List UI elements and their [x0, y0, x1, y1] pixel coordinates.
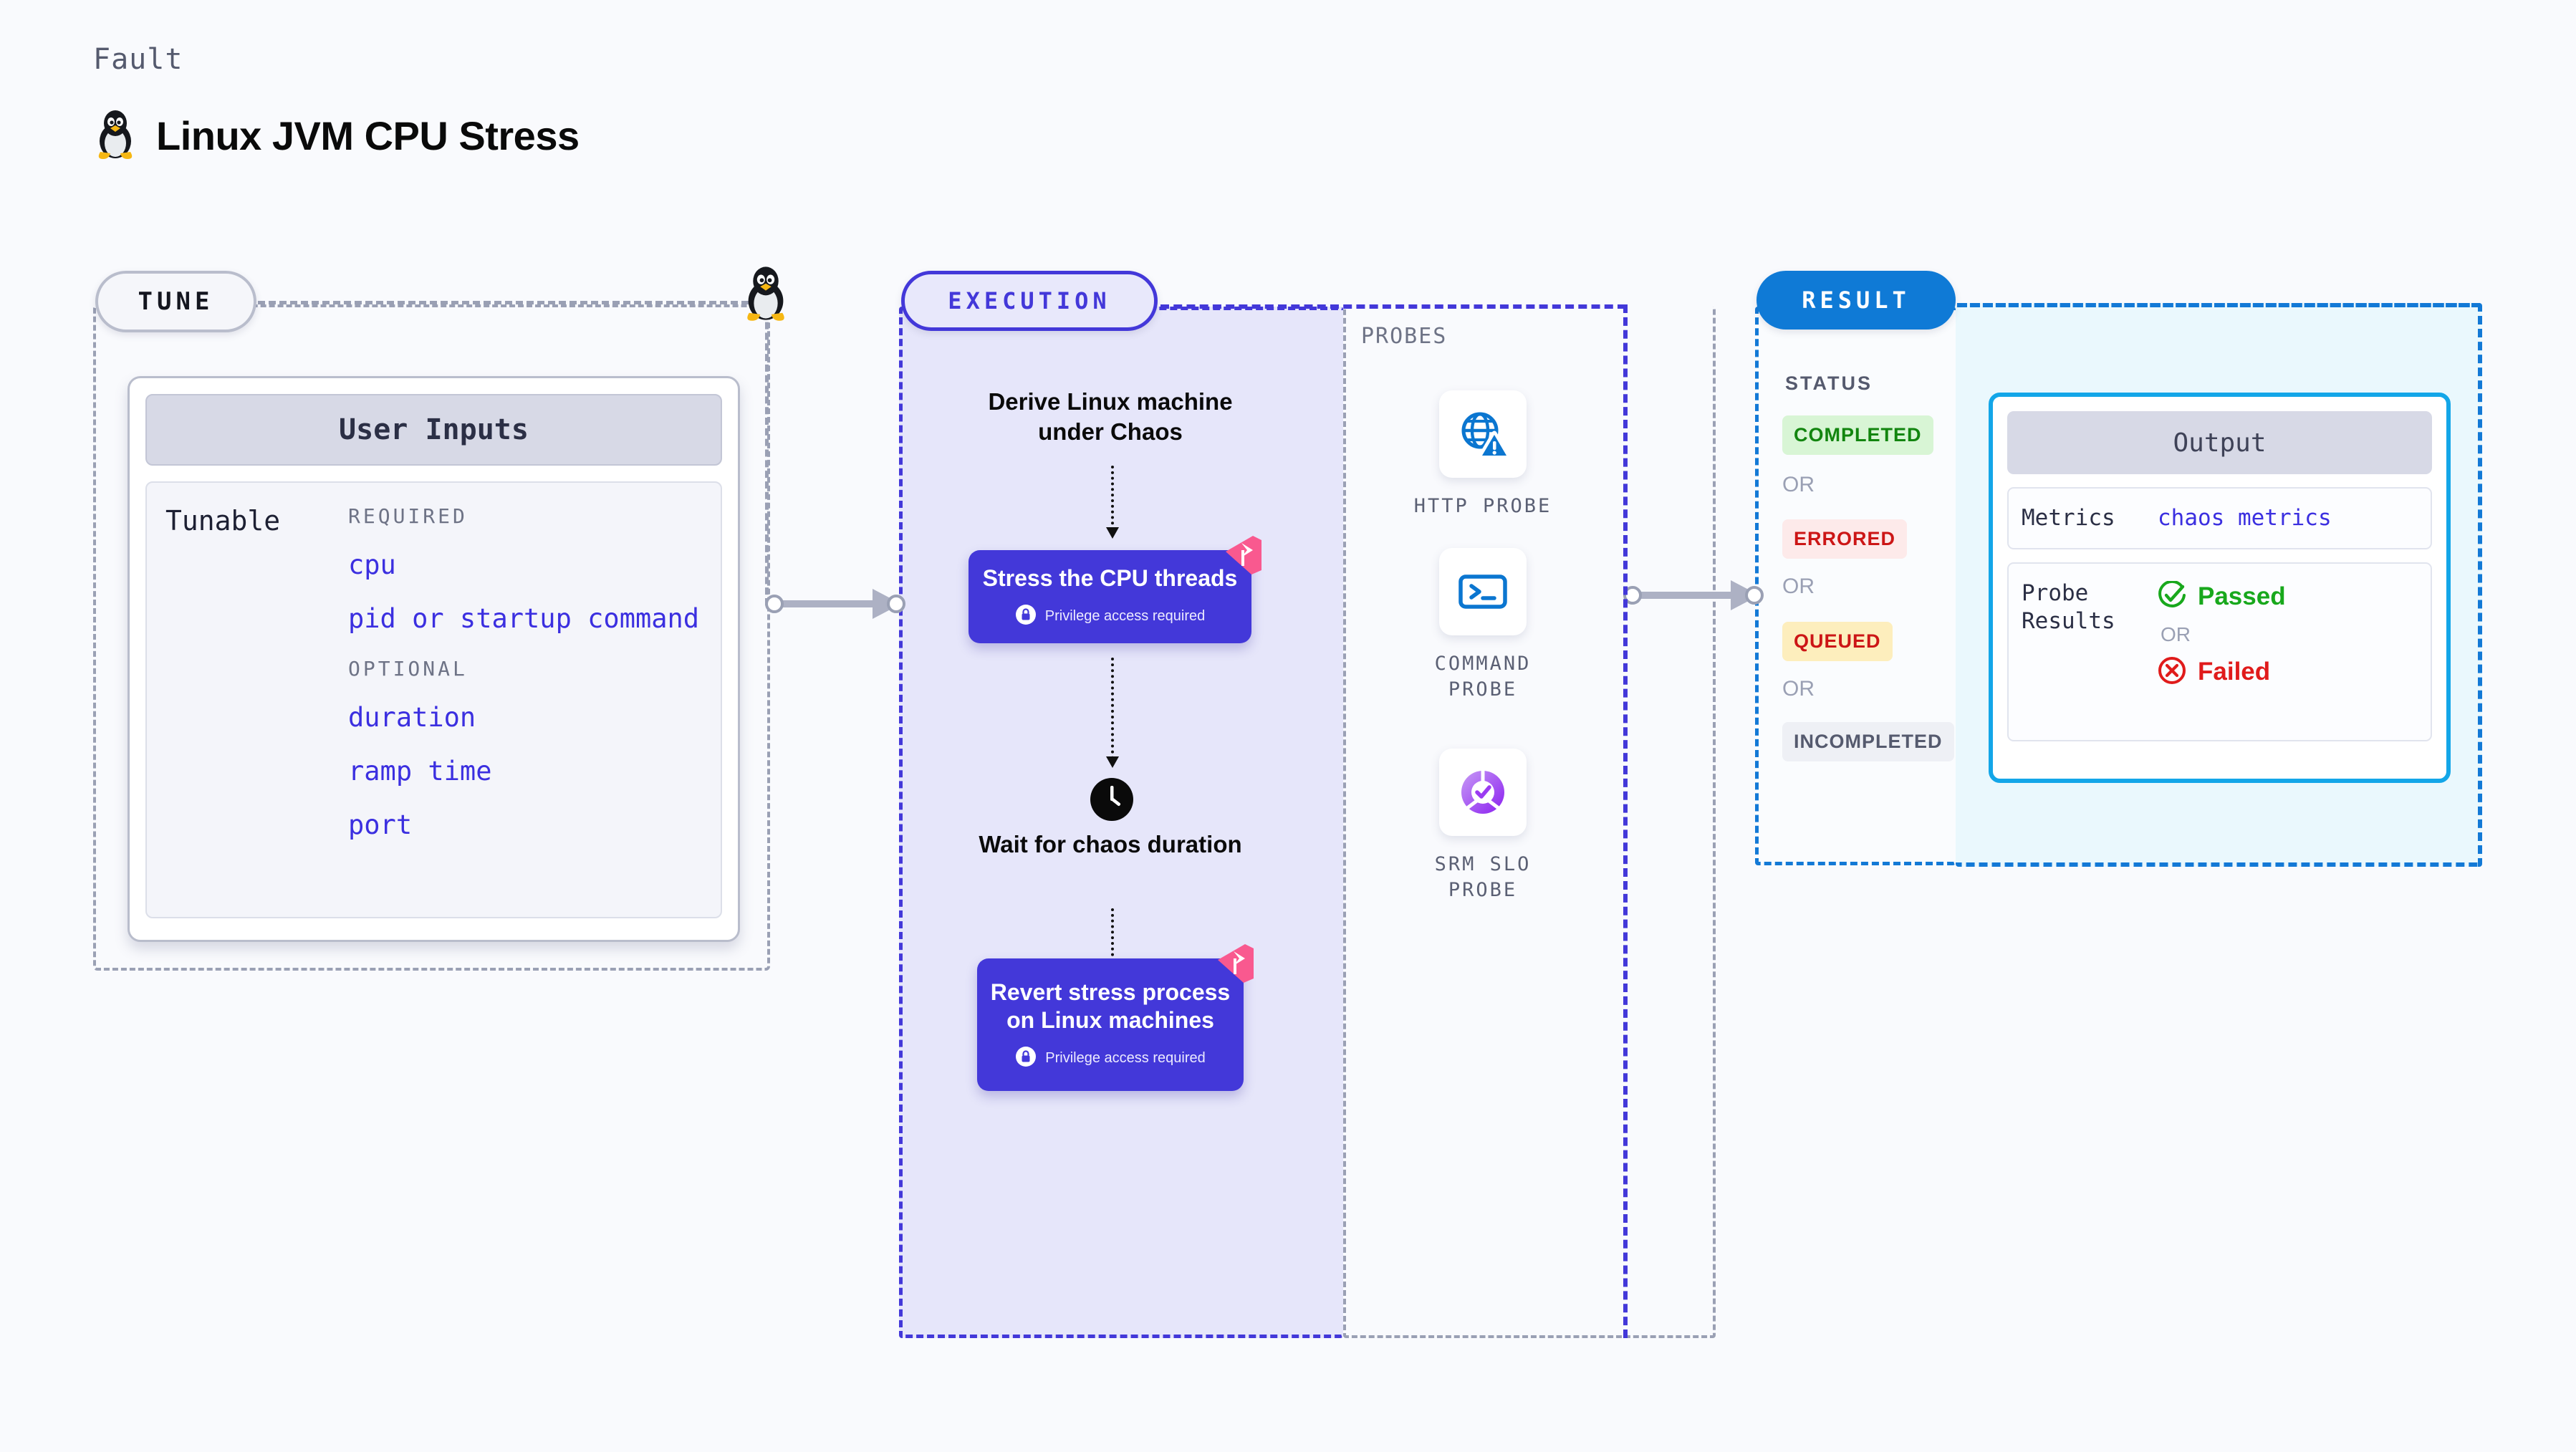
flow-arrow-1	[1106, 466, 1119, 539]
execution-card-title: Stress the CPU threads	[982, 564, 1238, 591]
clock-icon	[1090, 777, 1134, 822]
connector-tune-to-execution	[765, 589, 908, 619]
execution-step-derive-machine: Derive Linux machine under Chaos	[988, 388, 1233, 445]
privilege-badge: Privilege access required	[1015, 1046, 1206, 1071]
tunable-cpu[interactable]: cpu	[348, 549, 396, 580]
probe-result-values: Passed OR Failed	[2158, 580, 2418, 688]
probes-region	[1343, 307, 1716, 1338]
status-or-3: OR	[1782, 677, 1815, 701]
execution-region	[899, 307, 1343, 1338]
tune-region	[93, 304, 770, 971]
cross-circle-icon	[2158, 656, 2186, 688]
status-badge-completed: COMPLETED	[1782, 415, 1933, 455]
probe-http-label: HTTP PROBE	[1413, 495, 1552, 517]
probes-section-label: PROBES	[1361, 324, 1448, 349]
status-or-1: OR	[1782, 473, 1815, 496]
tune-pill[interactable]: TUNE	[95, 271, 256, 332]
tunable-ramp-time[interactable]: ramp time	[348, 756, 492, 787]
output-card: Output Metrics chaos metrics Probe Resul…	[1989, 393, 2451, 783]
execution-card-title: Revert stress process on Linux machines	[990, 979, 1231, 1033]
tunable-duration[interactable]: duration	[348, 702, 476, 733]
terminal-icon	[1439, 548, 1527, 635]
status-section-label: STATUS	[1785, 372, 1873, 394]
status-badge-queued: QUEUED	[1782, 622, 1893, 661]
tunable-pid-or-startup-command[interactable]: pid or startup command	[348, 603, 700, 634]
connector-start-dot	[765, 595, 784, 613]
execution-dash-right	[1623, 304, 1628, 1338]
group-required-label: REQUIRED	[348, 504, 468, 528]
privilege-badge: Privilege access required	[1015, 604, 1205, 629]
probe-srm-slo[interactable]: SRM SLO PROBE	[1397, 749, 1569, 904]
flow-arrow-2	[1106, 658, 1119, 768]
group-optional-label: OPTIONAL	[348, 657, 468, 681]
user-inputs-header: User Inputs	[145, 394, 722, 466]
tunable-groups: REQUIRED cpu pid or startup command OPTI…	[348, 504, 702, 895]
status-badge-errored: ERRORED	[1782, 519, 1908, 559]
probe-result-failed: Failed	[2158, 656, 2418, 688]
probe-command-label: COMMAND PROBE	[1434, 653, 1532, 701]
fault-kicker: Fault	[93, 43, 183, 76]
privilege-text: Privilege access required	[1045, 1050, 1206, 1067]
lock-icon	[1015, 1046, 1037, 1071]
user-inputs-card: User Inputs Tunable REQUIRED cpu pid or …	[128, 376, 740, 942]
check-circle-icon	[2158, 580, 2186, 613]
lock-icon	[1015, 604, 1037, 629]
output-metrics-row: Metrics chaos metrics	[2007, 487, 2432, 549]
result-pill-label: RESULT	[1802, 287, 1911, 314]
tux-penguin-icon	[93, 107, 138, 164]
status-badge-incompleted: INCOMPLETED	[1782, 722, 1954, 761]
output-metrics-key: Metrics	[2022, 505, 2115, 531]
output-metrics-value[interactable]: chaos metrics	[2158, 505, 2332, 532]
probe-result-passed: Passed	[2158, 580, 2418, 613]
execution-pill-label: EXECUTION	[948, 287, 1111, 314]
execution-card-revert-stress[interactable]: Revert stress process on Linux machines …	[977, 944, 1254, 1091]
result-pill[interactable]: RESULT	[1756, 271, 1956, 330]
execution-card-stress-cpu[interactable]: Stress the CPU threads Privilege access …	[969, 536, 1261, 643]
probe-result-or: OR	[2161, 622, 2191, 645]
tunable-label: Tunable	[165, 505, 281, 537]
connector-end-dot	[1745, 586, 1764, 605]
page-header: Fault Linux JVM CPU Stress	[93, 43, 580, 164]
fault-title-row: Linux JVM CPU Stress	[93, 107, 580, 164]
litmus-flag-icon	[1212, 941, 1259, 986]
probe-http[interactable]: HTTP PROBE	[1397, 390, 1569, 519]
execution-pill[interactable]: EXECUTION	[901, 271, 1158, 331]
probe-failed-label: Failed	[2198, 658, 2271, 686]
tune-dash-top	[258, 301, 759, 304]
probe-srm-slo-label: SRM SLO PROBE	[1434, 853, 1532, 902]
tune-dash-right	[765, 301, 769, 605]
user-inputs-body: Tunable REQUIRED cpu pid or startup comm…	[145, 481, 722, 918]
probe-command[interactable]: COMMAND PROBE	[1397, 548, 1569, 703]
connector-end-dot	[887, 595, 905, 613]
output-probe-results-row: Probe Results Passed OR	[2007, 562, 2432, 741]
litmus-flag-icon	[1220, 533, 1267, 577]
tune-pill-label: TUNE	[138, 287, 214, 316]
output-probe-key: Probe Results	[2022, 580, 2115, 634]
result-status-region	[1755, 307, 1956, 865]
tunable-port[interactable]: port	[348, 809, 413, 840]
execution-step-wait-duration: Wait for chaos duration	[979, 831, 1242, 857]
status-or-2: OR	[1782, 574, 1815, 598]
page-title: Linux JVM CPU Stress	[156, 113, 580, 158]
slo-donut-check-icon	[1439, 749, 1527, 836]
execution-dash-top	[1160, 304, 1626, 309]
tux-penguin-icon-connector	[738, 264, 794, 322]
result-dash-top	[1957, 303, 2480, 307]
connector-execution-to-result	[1623, 580, 1767, 610]
output-header: Output	[2007, 411, 2432, 474]
privilege-text: Privilege access required	[1044, 608, 1206, 625]
probe-passed-label: Passed	[2198, 582, 2286, 611]
globe-warning-icon	[1439, 390, 1527, 478]
